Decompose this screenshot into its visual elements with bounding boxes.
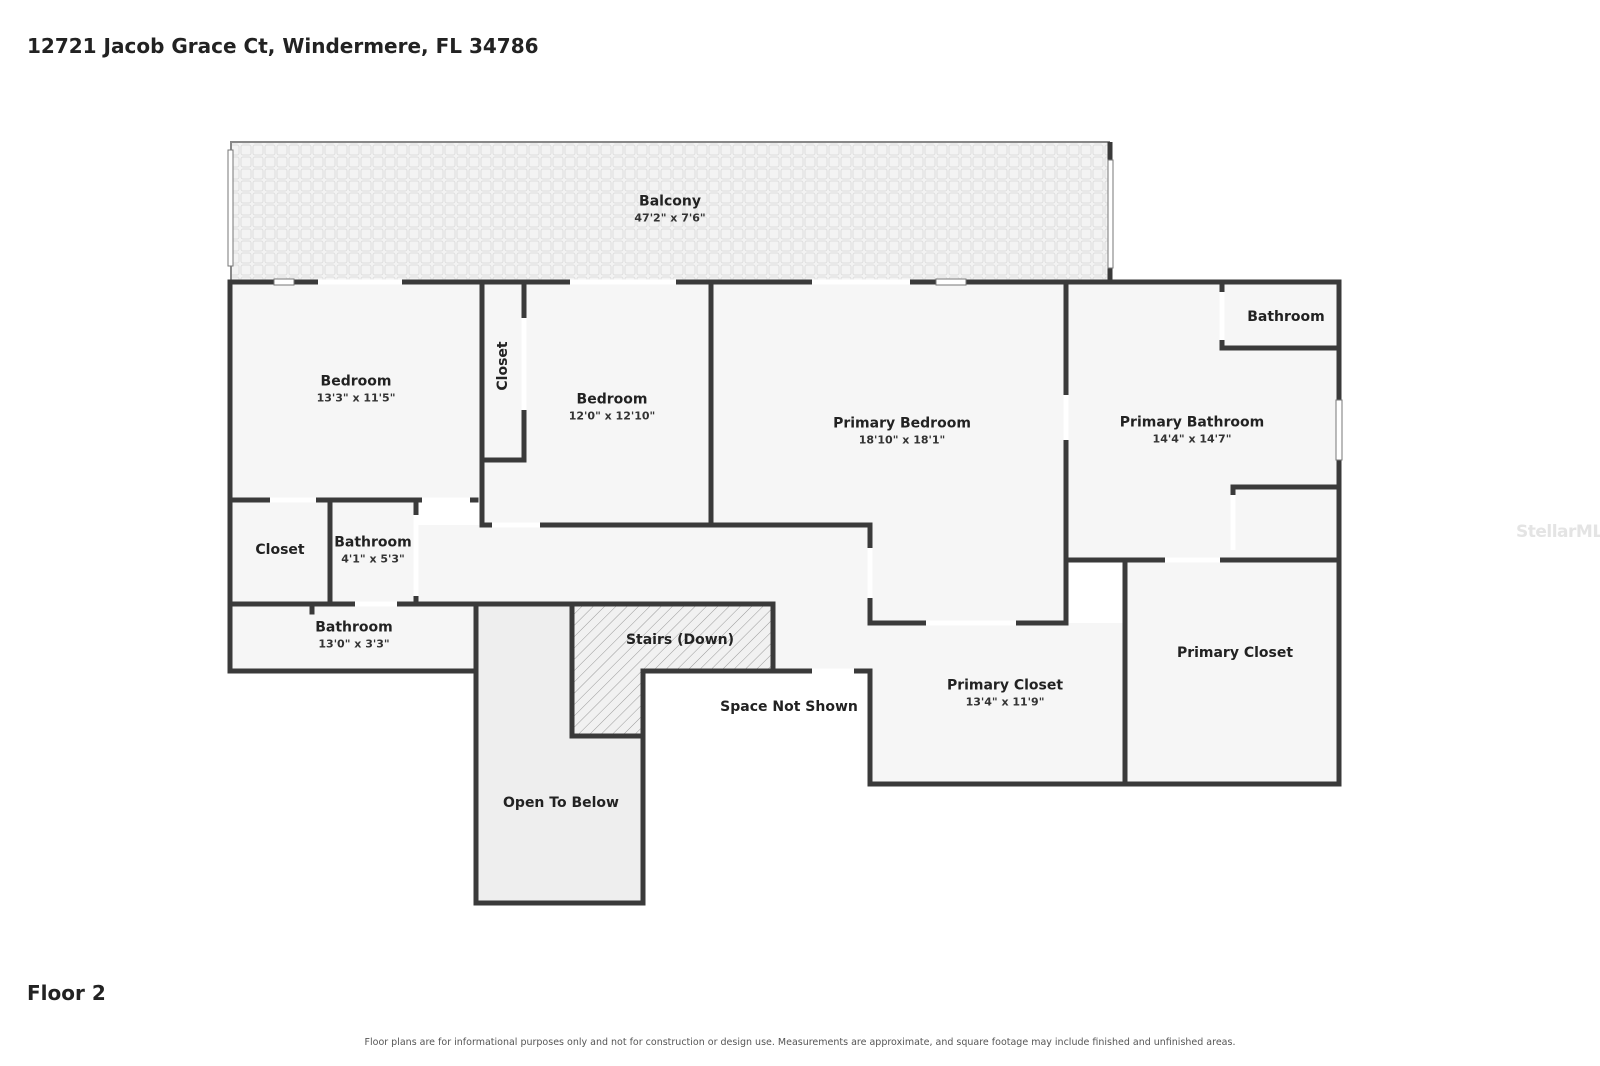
landing-floor [773, 605, 870, 671]
closet-floor [230, 500, 330, 604]
door-openings [270, 279, 1236, 674]
room-label-bedroom-center: Bedroom 12'0" x 12'10" [569, 392, 656, 423]
room-label-primary-closet-center: Primary Closet 13'4" x 11'9" [947, 678, 1063, 709]
room-name: Closet [255, 542, 305, 558]
hall-floor [482, 460, 524, 525]
watermark-logo: StellarMLS [1516, 522, 1600, 542]
room-label-primary-bathroom: Primary Bathroom 14'4" x 14'7" [1120, 415, 1264, 446]
room-label-primary-closet-east: Primary Closet [1177, 645, 1293, 661]
bedroom-center-floor [524, 282, 711, 525]
room-label-bathroom-small: Bathroom 4'1" x 5'3" [334, 535, 412, 566]
room-dimensions: 12'0" x 12'10" [568, 409, 656, 423]
room-name: Primary Bathroom [1119, 414, 1265, 431]
primary-bedroom-lower-floor [870, 525, 1066, 623]
room-label-primary-bedroom: Primary Bedroom 18'10" x 18'1" [833, 416, 971, 447]
primary-closet-center-floor [870, 623, 1125, 784]
room-name: Stairs (Down) [625, 632, 735, 648]
room-name: Space Not Shown [720, 699, 858, 715]
hallway-floor [416, 525, 870, 605]
room-dimensions: 13'3" x 11'5" [316, 391, 396, 405]
windows [273, 278, 1343, 461]
room-name: Bathroom [334, 534, 412, 551]
primary-closet-east-floor [1125, 560, 1339, 784]
room-label-bedroom-west: Bedroom 13'3" x 11'5" [317, 374, 396, 405]
room-dimensions: 14'4" x 14'7" [1152, 432, 1232, 446]
balcony-left-railing [227, 149, 234, 267]
balcony-floor [230, 142, 1110, 282]
room-label-bathroom-northeast: Bathroom [1247, 309, 1325, 325]
room-name: Primary Closet [946, 677, 1064, 694]
room-dimensions: 13'0" x 3'3" [318, 637, 390, 651]
bathroom-long-floor [230, 604, 476, 671]
room-label-bathroom-long: Bathroom 13'0" x 3'3" [315, 620, 393, 651]
room-name: Closet [495, 341, 511, 391]
room-name: Primary Bedroom [833, 415, 971, 432]
room-name: Balcony [639, 193, 701, 210]
room-dimensions: 4'1" x 5'3" [341, 552, 405, 566]
room-dimensions: 47'2" x 7'6" [634, 211, 706, 225]
property-address: 12721 Jacob Grace Ct, Windermere, FL 347… [27, 34, 539, 58]
room-name: Bathroom [315, 619, 393, 636]
bedroom-west-floor [230, 282, 482, 500]
room-label-closet: Closet [255, 542, 304, 558]
room-label-closet-vertical: Closet [495, 341, 511, 390]
balcony-right-railing [1107, 159, 1114, 269]
floor-label: Floor 2 [27, 981, 106, 1005]
room-name: Primary Closet [1176, 645, 1294, 661]
room-dimensions: 18'10" x 18'1" [858, 433, 946, 447]
room-label-open-to-below: Open To Below [503, 795, 619, 811]
primary-bath-floor [1066, 282, 1339, 560]
bathroom-small-west-floor [330, 500, 416, 604]
room-label-stairs: Stairs (Down) [626, 632, 734, 648]
primary-bedroom-floor [711, 282, 1066, 525]
room-name: Bathroom [1247, 309, 1325, 325]
room-label-balcony: Balcony 47'2" x 7'6" [634, 194, 705, 225]
room-dimensions: 13'4" x 11'9" [965, 695, 1045, 709]
closet-vertical-floor [484, 282, 524, 460]
disclaimer-text: Floor plans are for informational purpos… [364, 1037, 1236, 1048]
room-name: Bedroom [576, 391, 648, 408]
room-name: Open To Below [503, 795, 619, 811]
room-label-space-not-shown: Space Not Shown [720, 699, 858, 715]
room-name: Bedroom [320, 373, 392, 390]
